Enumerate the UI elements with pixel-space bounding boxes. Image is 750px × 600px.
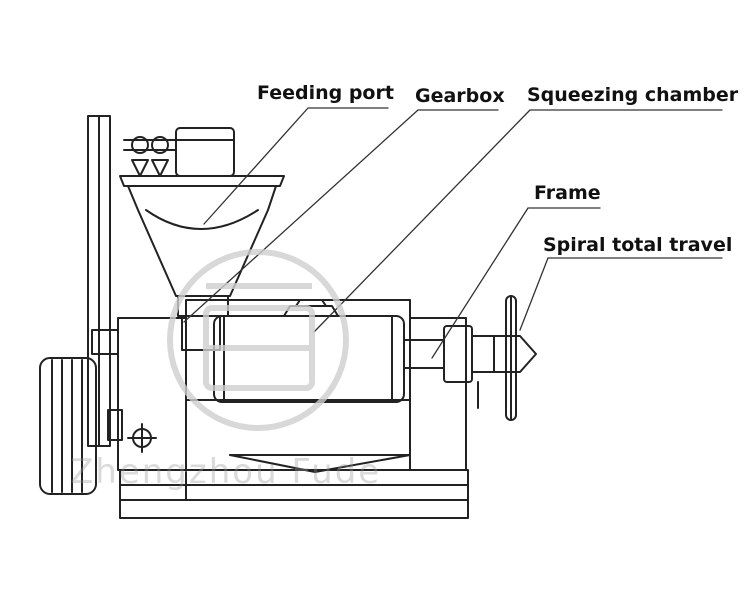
pulley	[40, 358, 96, 494]
label-gearbox: Gearbox	[415, 85, 505, 107]
leader-frame	[432, 208, 600, 358]
watermark-logo	[170, 252, 346, 428]
hopper	[120, 176, 284, 350]
drive-belt	[88, 116, 122, 446]
leader-gearbox	[184, 110, 498, 322]
label-squeezing-chamber: Squeezing chamber	[527, 84, 739, 106]
watermark-text: Zhengzhou Fude	[70, 452, 382, 492]
label-spiral-total-travel: Spiral total travel	[543, 234, 733, 256]
leader-feeding-port	[204, 108, 388, 224]
leader-squeezing-chamber	[314, 110, 722, 332]
handwheel	[506, 296, 516, 420]
crosshair-mark	[128, 424, 156, 452]
leader-spiral-travel	[520, 258, 722, 330]
leader-lines	[184, 108, 722, 358]
label-feeding-port: Feeding port	[257, 82, 394, 104]
motor	[124, 128, 234, 176]
label-frame: Frame	[534, 182, 601, 204]
